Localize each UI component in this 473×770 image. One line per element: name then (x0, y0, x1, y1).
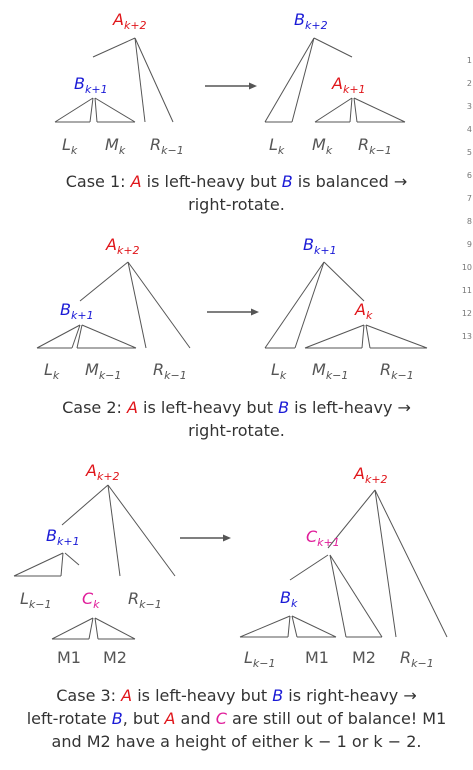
case1-after-leaf-l: Lk (269, 135, 285, 157)
case1-before-node-b: Bk+1 (74, 74, 108, 96)
line-number: 6 (466, 171, 472, 180)
case1-caption-line1: Case 1: A is left-heavy but B is balance… (65, 172, 408, 191)
case1-after-node-a: Ak+1 (331, 74, 366, 96)
case2-before-node-b: Bk+1 (60, 300, 94, 322)
case1-caption: Case 1: A is left-heavy but B is balance… (0, 170, 473, 216)
case2-caption-line1: Case 2: A is left-heavy but B is left-he… (62, 398, 411, 417)
case3-before-node-c: Ck (82, 589, 100, 611)
case2-before-leaf-m: Mk−1 (85, 360, 121, 382)
case3-after-node-b: Bk (280, 588, 298, 610)
case2-after-leaf-l: Lk (271, 360, 287, 382)
case1-after-leaf-m: Mk (312, 135, 333, 157)
case2-before-node-a: Ak+2 (105, 235, 140, 257)
case3-caption-line1: Case 3: A is left-heavy but B is right-h… (56, 686, 417, 705)
case3-before-tree: Ak+2 Bk+1 Lk−1 Ck Rk−1 M1 M2 (13, 461, 176, 667)
line-number: 7 (466, 194, 472, 203)
case3-after-tree: Ak+2 Ck+1 Bk Lk−1 M1 M2 Rk−1 (239, 464, 448, 670)
case1-before-leaf-m: Mk (105, 135, 126, 157)
case2-caption-line2: right-rotate. (188, 421, 285, 440)
line-number: 13 (461, 332, 472, 341)
case3-caption: Case 3: A is left-heavy but B is right-h… (0, 684, 473, 753)
case2-arrow (207, 308, 259, 316)
line-number: 9 (466, 240, 472, 249)
case2-after-tree: Bk+1 Ak Lk Mk−1 Rk−1 (264, 235, 428, 382)
case3-before-leaf-m2: M2 (103, 648, 127, 667)
case3-after-leaf-m2: M2 (352, 648, 376, 667)
case1-caption-line2: right-rotate. (188, 195, 285, 214)
case3-after-leaf-r: Rk−1 (400, 648, 434, 670)
case3-after-leaf-m1: M1 (305, 648, 329, 667)
line-number: 2 (466, 79, 472, 88)
case1-before-node-a: Ak+2 (112, 10, 147, 32)
case1-after-tree: Bk+2 Ak+1 Lk Mk Rk−1 (264, 10, 406, 157)
case1-diagram: Ak+2 Bk+1 Lk Mk Rk−1 Bk+2 Ak+1 Lk Mk Rk−… (54, 10, 406, 157)
line-number: 8 (466, 217, 472, 226)
case2-before-leaf-l: Lk (44, 360, 60, 382)
case2-before-tree: Ak+2 Bk+1 Lk Mk−1 Rk−1 (36, 235, 191, 382)
case3-arrow (180, 534, 231, 542)
case3-after-leaf-l: Lk−1 (244, 648, 276, 670)
case1-before-leaf-r: Rk−1 (150, 135, 184, 157)
line-number: 1 (466, 56, 472, 65)
line-number: 10 (461, 263, 472, 272)
case3-caption-line2: left-rotate B, but A and C are still out… (26, 709, 447, 728)
case1-after-leaf-r: Rk−1 (358, 135, 392, 157)
line-number: 4 (466, 125, 472, 134)
case3-before-node-b: Bk+1 (46, 526, 80, 548)
case2-after-leaf-m: Mk−1 (312, 360, 348, 382)
line-number: 11 (461, 286, 472, 295)
case3-before-leaf-l: Lk−1 (20, 589, 52, 611)
line-number: 3 (466, 102, 472, 111)
case1-before-tree: Ak+2 Bk+1 Lk Mk Rk−1 (54, 10, 184, 157)
case2-after-node-b: Bk+1 (303, 235, 337, 257)
case3-caption-line3: and M2 have a height of either k − 1 or … (51, 732, 422, 751)
case3-diagram: Ak+2 Bk+1 Lk−1 Ck Rk−1 M1 M2 Ak+2 Ck+1 B… (13, 461, 448, 670)
case1-before-leaf-l: Lk (62, 135, 78, 157)
case2-before-leaf-r: Rk−1 (153, 360, 187, 382)
line-number: 5 (466, 148, 472, 157)
case2-caption: Case 2: A is left-heavy but B is left-he… (0, 396, 473, 442)
case1-arrow (205, 82, 257, 90)
case3-before-leaf-m1: M1 (57, 648, 81, 667)
case3-before-leaf-r: Rk−1 (128, 589, 162, 611)
line-number: 12 (461, 309, 472, 318)
case3-before-node-a: Ak+2 (85, 461, 120, 483)
case3-after-node-c: Ck+1 (306, 527, 340, 549)
case2-after-leaf-r: Rk−1 (380, 360, 414, 382)
case1-after-node-b: Bk+2 (294, 10, 328, 32)
case3-after-node-a: Ak+2 (353, 464, 388, 486)
case2-after-node-a: Ak (354, 300, 373, 322)
case2-diagram: Ak+2 Bk+1 Lk Mk−1 Rk−1 Bk+1 Ak Lk Mk−1 R… (36, 235, 428, 382)
